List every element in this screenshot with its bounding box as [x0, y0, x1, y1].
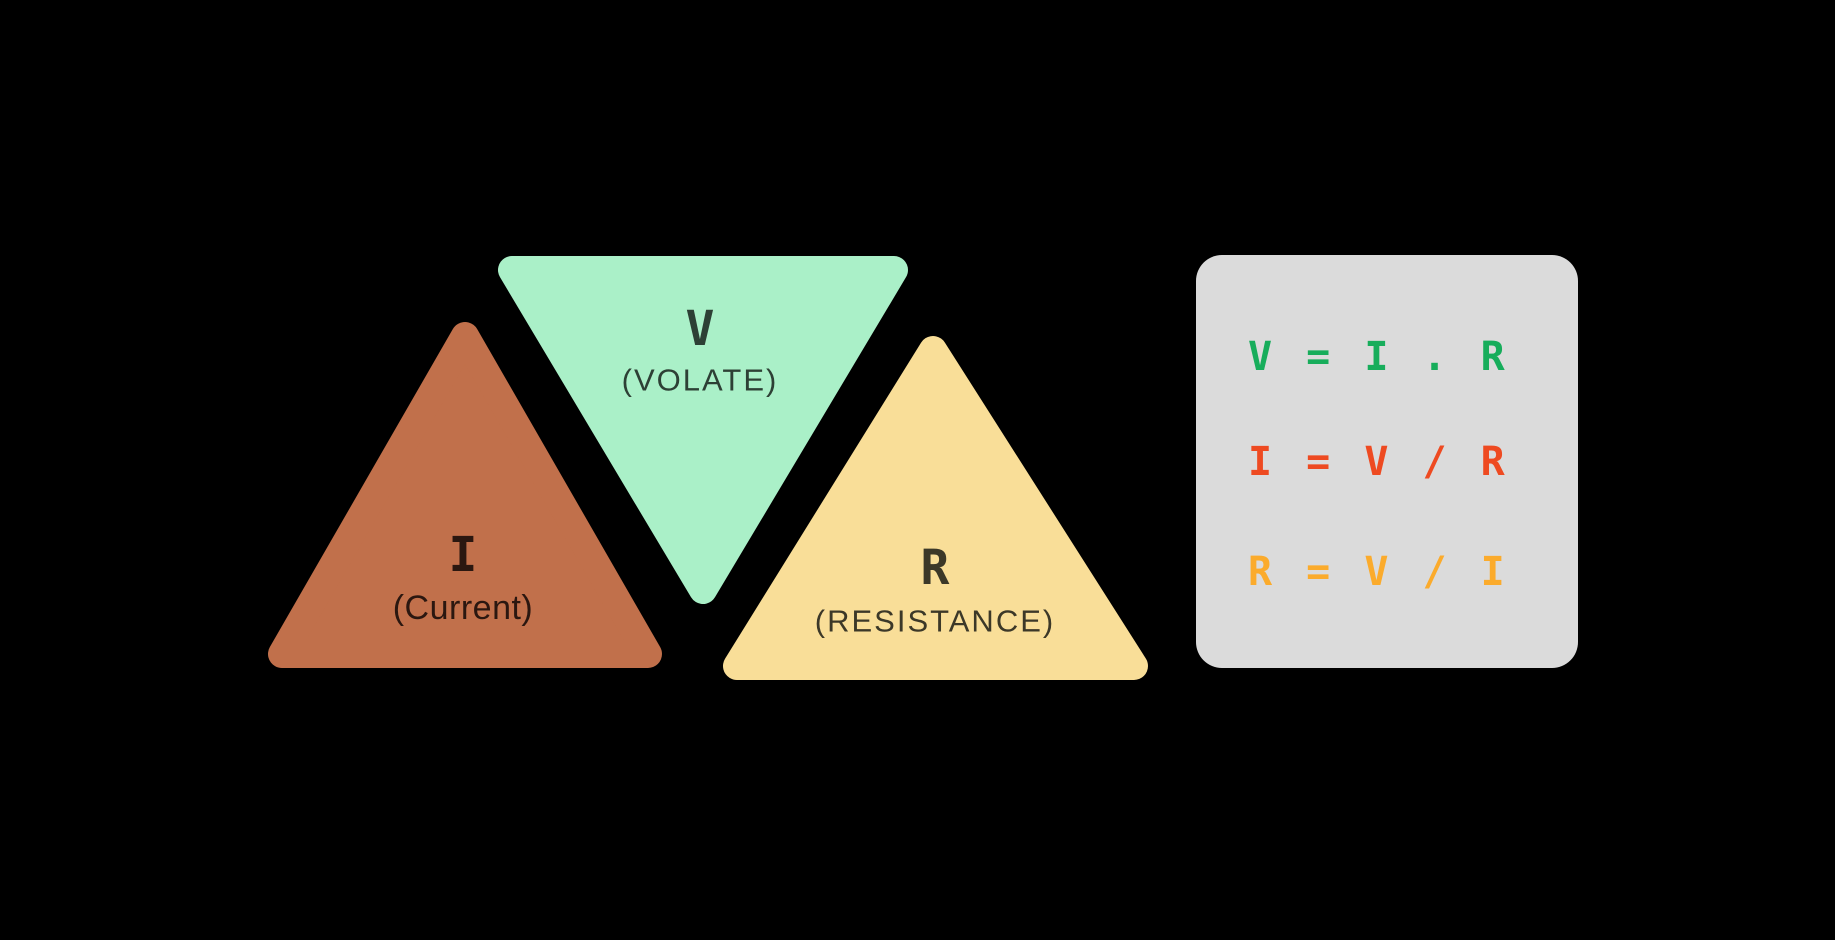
- formula-current: I = V / R: [1248, 439, 1510, 485]
- voltage-label: (VOLATE): [622, 363, 779, 398]
- resistance-triangle-group: [723, 336, 1148, 680]
- current-label: (Current): [393, 589, 534, 627]
- formula-resistance: R = V / I: [1248, 549, 1510, 595]
- voltage-triangle-group: [498, 256, 908, 604]
- formula-voltage: V = I . R: [1248, 334, 1510, 380]
- voltage-symbol: V: [686, 301, 715, 357]
- resistance-triangle-icon: [723, 336, 1148, 680]
- current-triangle-group: [268, 322, 662, 668]
- voltage-triangle-icon: [498, 256, 908, 604]
- current-triangle-icon: [268, 322, 662, 668]
- current-symbol: I: [449, 527, 478, 583]
- resistance-label: (RESISTANCE): [815, 604, 1055, 639]
- formula-panel: [1196, 255, 1578, 668]
- resistance-symbol: R: [921, 540, 950, 596]
